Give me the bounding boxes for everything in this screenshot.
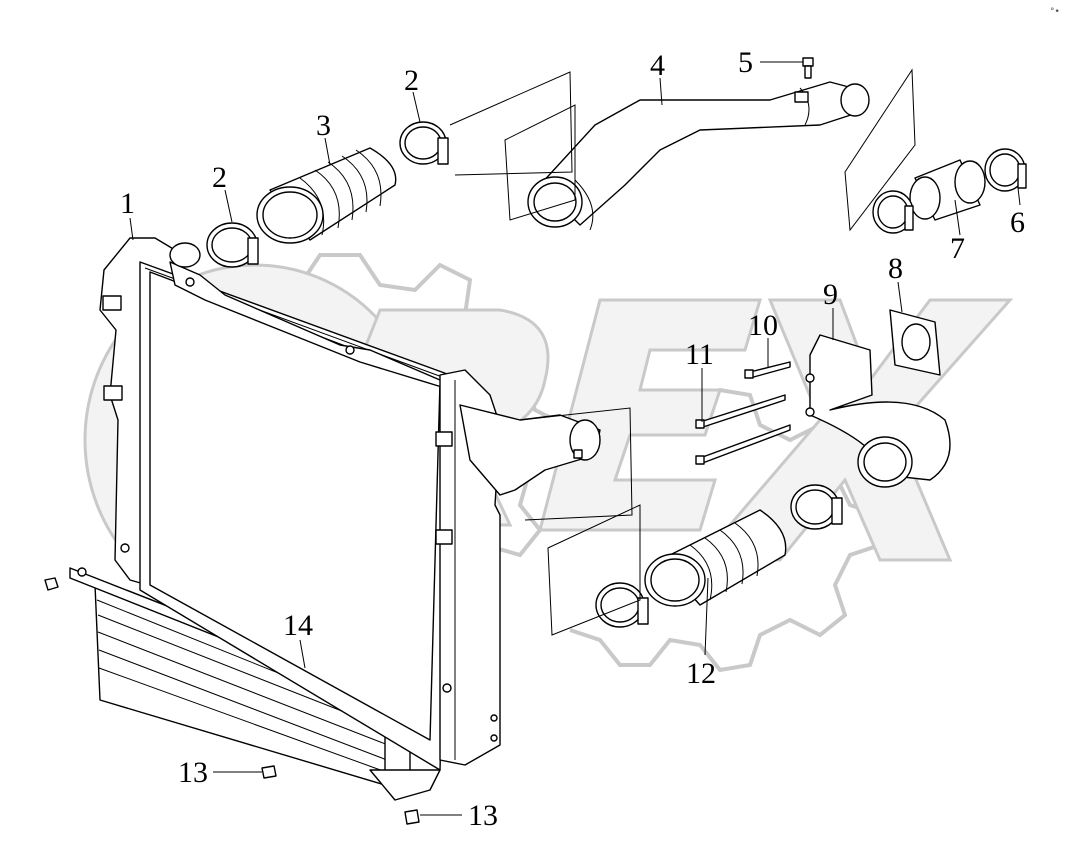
- callout-12: 12: [686, 657, 716, 690]
- part-12-clamp-upper: [790, 484, 843, 530]
- callout-13-left: 13: [178, 756, 208, 789]
- part-10-stud: [744, 361, 791, 379]
- part-7-hose: [909, 159, 986, 221]
- part-8-gasket: [889, 309, 941, 376]
- part-5-bolt: [802, 57, 814, 79]
- part-6-clamp-left: [872, 190, 914, 234]
- callout-3: 3: [316, 109, 331, 142]
- part-12-clamp-lower: [595, 582, 649, 628]
- callouts: 1 2 2 3 4 5 6 7 8 9 10 11 12 13 13 14: [120, 46, 1025, 832]
- callout-14: 14: [283, 609, 313, 642]
- part-9-elbow: [805, 334, 951, 488]
- reference-planes: [449, 68, 916, 636]
- callout-6: 6: [1010, 206, 1025, 239]
- callout-8: 8: [888, 252, 903, 285]
- callout-5: 5: [738, 46, 753, 79]
- corner-mark: °•: [1050, 7, 1060, 17]
- part-1-intercooler: [99, 237, 601, 771]
- callout-11: 11: [685, 338, 714, 371]
- part-6-clamp-right: [984, 148, 1027, 192]
- callout-10: 10: [748, 309, 778, 342]
- part-11-stud: [695, 394, 791, 465]
- callout-1: 1: [120, 187, 135, 220]
- callout-4: 4: [650, 49, 665, 82]
- part-2-clamp-right: [399, 121, 449, 165]
- part-13-bolts: [44, 577, 420, 825]
- callout-2-left: 2: [212, 161, 227, 194]
- callout-7: 7: [950, 232, 965, 265]
- watermark-letter-e: [538, 298, 763, 532]
- callout-9: 9: [823, 278, 838, 311]
- callout-2-right: 2: [404, 64, 419, 97]
- part-3-hose: [256, 147, 397, 244]
- leader-lines: [129, 61, 1021, 816]
- part-4-pipe: [527, 81, 870, 231]
- callout-13-right: 13: [468, 799, 498, 832]
- part-2-clamp-left: [206, 222, 259, 268]
- part-12-hose: [644, 509, 787, 607]
